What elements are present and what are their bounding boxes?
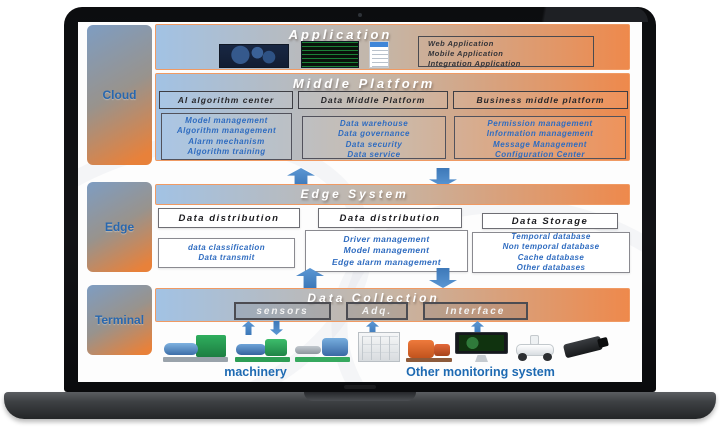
item: Temporal database bbox=[511, 231, 591, 241]
data-distribution-items-box-1: data classification Data transmit bbox=[158, 238, 295, 268]
interface-box: Interface bbox=[423, 302, 528, 320]
item: Alarm mechanism bbox=[188, 136, 265, 146]
laptop-screen: Cloud Edge Terminal Application Web Appl… bbox=[78, 22, 642, 382]
inspection-robot-image bbox=[512, 334, 558, 361]
item: Data security bbox=[345, 139, 403, 149]
bezel-reflection bbox=[498, 7, 648, 22]
machinery-caption: machinery bbox=[224, 365, 287, 379]
centrifugal-pump-image bbox=[235, 336, 290, 362]
item: Cache database bbox=[517, 252, 585, 262]
machine-part bbox=[196, 335, 226, 357]
item: Data service bbox=[347, 150, 401, 160]
item: Configuration Center bbox=[495, 150, 585, 160]
machine-part bbox=[235, 357, 290, 362]
adq-box: Adq. bbox=[346, 302, 408, 320]
machine-part bbox=[295, 357, 350, 362]
data-middle-items-box: Data warehouse Data governance Data secu… bbox=[302, 116, 446, 159]
machine-part bbox=[543, 353, 552, 361]
monitoring-screen-image bbox=[455, 332, 508, 362]
machine-part bbox=[265, 339, 287, 356]
header-data-storage: Data Storage bbox=[482, 213, 618, 229]
machine-part bbox=[406, 358, 452, 362]
item: Data governance bbox=[338, 129, 410, 139]
layer-cloud: Cloud bbox=[87, 25, 152, 165]
machine-part bbox=[475, 355, 488, 362]
waveform-screenshot-image bbox=[301, 41, 359, 68]
screw-extruder-image bbox=[295, 336, 350, 362]
item: Non temporal database bbox=[502, 242, 600, 252]
webcam-icon bbox=[358, 13, 362, 17]
edge-system-title: Edge System bbox=[300, 187, 409, 201]
application-types-box: Web Application Mobile Application Integ… bbox=[418, 36, 594, 68]
business-middle-items-box: Permission management Information manage… bbox=[454, 116, 626, 159]
app-type-web: Web Application bbox=[428, 39, 494, 48]
item: Permission management bbox=[487, 119, 593, 128]
machine-part bbox=[408, 340, 434, 358]
item: data classification bbox=[188, 242, 265, 252]
item: Model management bbox=[343, 245, 430, 256]
cctv-camera-image bbox=[560, 335, 610, 360]
sensors-box: sensors bbox=[234, 302, 331, 320]
data-collection-title: Data Collection bbox=[307, 291, 440, 305]
other-monitoring-caption: Other monitoring system bbox=[406, 365, 555, 379]
machine-part bbox=[530, 335, 539, 345]
machine-part bbox=[434, 344, 450, 356]
laptop-notch bbox=[304, 392, 416, 401]
doc-header-bar bbox=[370, 42, 388, 47]
layer-cloud-label: Cloud bbox=[102, 88, 137, 102]
item: Driver management bbox=[343, 234, 430, 245]
data-collection-band: Data Collection sensors Adq. Interface bbox=[155, 288, 630, 322]
item: Model management bbox=[185, 116, 268, 125]
item: Algorithm training bbox=[187, 147, 266, 157]
layer-terminal-label: Terminal bbox=[94, 313, 145, 327]
header-ai-algorithm-center: AI algorithm center bbox=[159, 91, 293, 109]
edge-system-band: Edge System bbox=[155, 184, 630, 205]
header-data-middle-platform: Data Middle Platform bbox=[298, 91, 448, 109]
item: Algorithm management bbox=[176, 126, 277, 136]
item: Edge alarm management bbox=[331, 256, 442, 267]
laptop-base bbox=[4, 385, 716, 419]
control-cabinet-image bbox=[358, 332, 400, 362]
item: Data transmit bbox=[198, 253, 255, 262]
slurry-pump-image bbox=[406, 338, 452, 362]
machine-part bbox=[597, 336, 609, 349]
app-type-mobile: Mobile Application bbox=[428, 48, 504, 58]
item: Other databases bbox=[516, 262, 586, 272]
item: Information management bbox=[486, 129, 594, 139]
machine-part bbox=[322, 338, 348, 356]
header-data-distribution-1: Data distribution bbox=[158, 208, 300, 228]
machine-part bbox=[362, 336, 398, 360]
report-document-image bbox=[369, 41, 389, 68]
layer-edge: Edge bbox=[87, 182, 152, 272]
header-business-middle-platform: Business middle platform bbox=[453, 91, 628, 109]
machine-part bbox=[518, 353, 527, 361]
data-distribution-items-box-2: Driver management Model management Edge … bbox=[305, 230, 468, 272]
laptop-hinge bbox=[344, 385, 376, 389]
item: Data warehouse bbox=[339, 119, 409, 128]
doc-text-lines bbox=[372, 50, 388, 67]
app-type-integration: Integration Application bbox=[428, 58, 521, 68]
data-storage-items-box: Temporal database Non temporal database … bbox=[472, 232, 630, 273]
middle-platform-band: Middle Platform AI algorithm center Data… bbox=[155, 73, 630, 161]
machine-part bbox=[236, 344, 266, 355]
machine-part bbox=[459, 335, 504, 351]
dashboard-screenshot-image bbox=[219, 44, 289, 68]
layer-edge-label: Edge bbox=[104, 220, 135, 234]
ai-algorithm-items-box: Model management Algorithm management Al… bbox=[161, 113, 292, 160]
layer-terminal: Terminal bbox=[87, 285, 152, 355]
pump-motor-set-image bbox=[163, 334, 228, 362]
machine-part bbox=[163, 357, 228, 362]
machine-part bbox=[295, 346, 321, 354]
header-data-distribution-2: Data distribution bbox=[318, 208, 462, 228]
middle-platform-title: Middle Platform bbox=[292, 76, 436, 91]
application-title: Application bbox=[288, 27, 393, 42]
machine-part bbox=[164, 343, 198, 355]
item: Message Management bbox=[493, 139, 587, 149]
application-band: Application Web Application Mobile Appli… bbox=[155, 24, 630, 70]
